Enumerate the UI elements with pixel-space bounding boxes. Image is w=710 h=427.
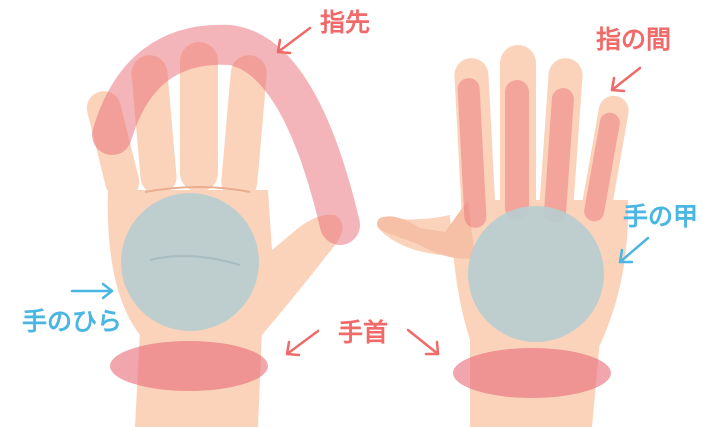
palm-label: 手のひら	[22, 309, 122, 334]
palm-highlight	[121, 193, 259, 331]
between-fingers-arrow	[612, 68, 640, 91]
back-of-hand-highlight	[468, 206, 604, 342]
right-hand-back	[377, 45, 631, 427]
left-hand-palm	[83, 42, 342, 427]
wrist-arrow-right	[408, 330, 438, 354]
finger-gap-highlight-2	[505, 80, 529, 220]
fingertips-arrow	[278, 28, 310, 53]
fingertips-label: 指先	[320, 10, 370, 35]
wrist-arrow-left	[287, 331, 318, 355]
between-fingers-label: 指の間	[596, 27, 671, 52]
palm-arrow	[72, 284, 112, 298]
right-wrist-highlight	[453, 348, 611, 398]
left-wrist-highlight	[110, 341, 268, 391]
wrist-label: 手首	[338, 320, 388, 345]
back-of-hand-label: 手の甲	[623, 204, 698, 229]
